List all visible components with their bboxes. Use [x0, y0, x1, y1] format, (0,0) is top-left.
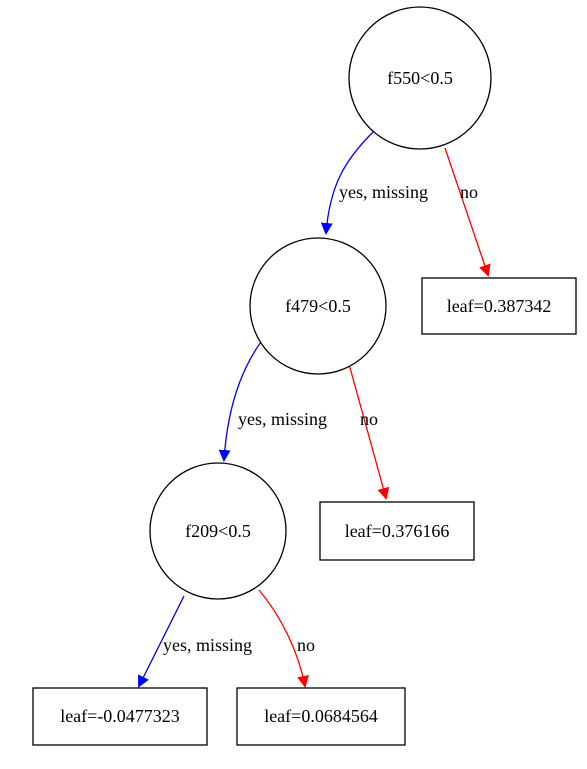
edge-n1-yes	[218, 329, 271, 462]
edge-root-yes	[320, 131, 374, 235]
edge-label-n1-yes: yes, missing	[238, 409, 327, 429]
node-root: f550<0.5	[348, 6, 492, 150]
leaf-n2-no-label: leaf=0.0684564	[264, 706, 378, 726]
node-n2: f209<0.5	[149, 462, 287, 600]
node-n2-label: f209<0.5	[185, 521, 251, 541]
leaf-root-no: leaf=0.387342	[421, 277, 577, 335]
edge-label-root-no: no	[460, 182, 478, 202]
edge-n2-no	[258, 589, 309, 688]
node-n1-label: f479<0.5	[285, 296, 351, 316]
node-n1: f479<0.5	[249, 237, 387, 375]
leaf-n2-yes: leaf=-0.0477323	[32, 687, 208, 746]
edge-label-n2-no: no	[297, 635, 315, 655]
leaf-n1-no-label: leaf=0.376166	[345, 521, 450, 541]
node-root-label: f550<0.5	[387, 68, 453, 88]
edge-label-n2-yes: yes, missing	[163, 635, 252, 655]
edge-label-root-yes: yes, missing	[339, 182, 428, 202]
leaf-n2-yes-label: leaf=-0.0477323	[60, 706, 180, 726]
edge-n2-yes	[138, 595, 185, 688]
edge-n1-no	[343, 345, 390, 500]
leaf-n1-no: leaf=0.376166	[319, 501, 475, 561]
leaf-root-no-label: leaf=0.387342	[447, 296, 552, 316]
edge-root-no	[444, 147, 491, 277]
edge-label-n1-no: no	[360, 409, 378, 429]
leaf-n2-no: leaf=0.0684564	[236, 687, 406, 746]
